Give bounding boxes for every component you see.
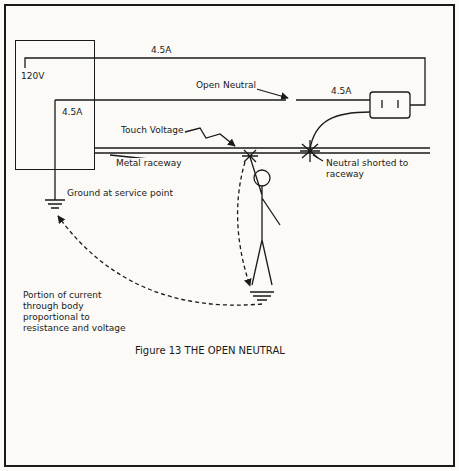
spark bbox=[242, 150, 258, 162]
outlet-slots bbox=[382, 100, 398, 108]
man-body bbox=[250, 157, 280, 285]
ground-symbol bbox=[250, 292, 274, 300]
annotation: Open Neutral bbox=[195, 80, 257, 91]
touch-arrow bbox=[185, 128, 235, 146]
annotation: 4.5A bbox=[330, 86, 352, 97]
figure-caption: Figure 13 THE OPEN NEUTRAL bbox=[135, 345, 285, 357]
outlet bbox=[370, 92, 410, 118]
annotation: Portion of current through body proporti… bbox=[22, 290, 139, 334]
current-label: 4.5A bbox=[62, 107, 82, 118]
spark bbox=[300, 140, 320, 162]
metal-raceway bbox=[95, 148, 430, 153]
annotation: Touch Voltage bbox=[120, 125, 184, 136]
leader-arrow bbox=[253, 88, 288, 98]
annotation: Ground at service point bbox=[66, 188, 174, 199]
annotation: Metal raceway bbox=[115, 158, 183, 169]
ground-symbol bbox=[45, 200, 65, 208]
current-path bbox=[238, 162, 250, 286]
voltage-label: 120V bbox=[21, 71, 44, 82]
service-panel: 120V 4.5A bbox=[15, 40, 95, 170]
annotation: Neutral shorted to raceway bbox=[325, 158, 427, 180]
ground-conductor bbox=[54, 100, 55, 200]
annotation: 4.5A bbox=[150, 45, 172, 56]
neutral-wire-outlet bbox=[296, 99, 370, 100]
hot-wire bbox=[25, 58, 425, 105]
frame bbox=[5, 5, 454, 466]
shorted-neutral bbox=[310, 112, 370, 149]
neutral-wire bbox=[55, 99, 286, 100]
